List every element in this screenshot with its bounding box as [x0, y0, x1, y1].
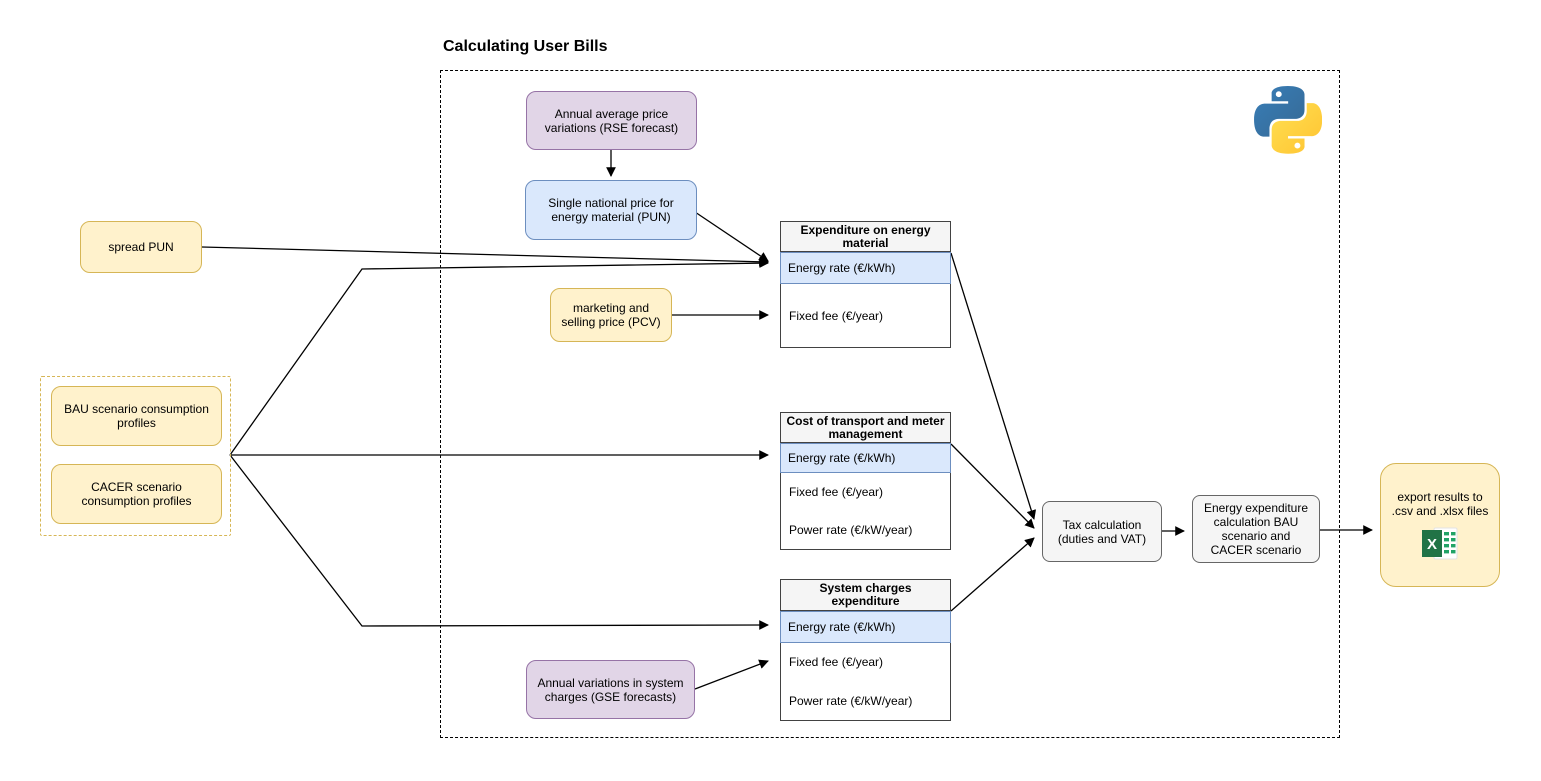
table-header: Expenditure on energy material [781, 222, 950, 252]
node-label: Tax calculation (duties and VAT) [1057, 517, 1147, 546]
main-dashed-frame [440, 70, 1340, 738]
node-label: Energy expenditure calculation BAU scena… [1203, 501, 1309, 557]
node-pcv: marketing and selling price (PCV) [550, 288, 672, 342]
node-pun: Single national price for energy materia… [525, 180, 697, 240]
table-row-highlight: Energy rate (€/kWh) [780, 443, 951, 473]
node-tax-calculation: Tax calculation (duties and VAT) [1042, 501, 1162, 562]
node-label: Single national price for energy materia… [548, 196, 674, 224]
node-export-results: export results to .csv and .xlsx files X [1380, 463, 1500, 587]
node-label: BAU scenario consumption profiles [64, 402, 209, 430]
svg-text:X: X [1427, 536, 1437, 553]
node-label: Annual variations in system charges (GSE… [537, 675, 684, 704]
consumption-profiles-group [40, 376, 231, 536]
table-header: Cost of transport and meter management [781, 413, 950, 443]
node-label: marketing and selling price (PCV) [561, 301, 661, 329]
node-label: export results to .csv and .xlsx files [1391, 489, 1489, 518]
table-energy-material: Expenditure on energy material Energy ra… [780, 221, 951, 348]
table-row: Power rate (€/kW/year) [789, 523, 913, 537]
node-gse-forecast: Annual variations in system charges (GSE… [526, 660, 695, 719]
python-logo-icon [1254, 86, 1322, 154]
table-system-charges: System charges expenditure Energy rate (… [780, 579, 951, 721]
node-energy-expenditure: Energy expenditure calculation BAU scena… [1192, 495, 1320, 563]
table-header: System charges expenditure [781, 580, 950, 611]
table-row: Power rate (€/kW/year) [789, 693, 913, 708]
node-spread-pun: spread PUN [80, 221, 202, 273]
table-transport: Cost of transport and meter management E… [780, 412, 951, 550]
table-row: Fixed fee (€/year) [789, 308, 884, 323]
node-label: Annual average price variations (RSE for… [544, 106, 679, 135]
node-rse-forecast: Annual average price variations (RSE for… [526, 91, 697, 150]
excel-icon: X [1422, 527, 1458, 559]
table-row: Fixed fee (€/year) [789, 655, 884, 670]
node-bau-profiles: BAU scenario consumption profiles [51, 386, 222, 446]
table-row-highlight: Energy rate (€/kWh) [780, 611, 951, 643]
node-label: CACER scenario consumption profiles [81, 480, 192, 508]
node-label: spread PUN [108, 240, 174, 254]
page-title: Calculating User Bills [443, 38, 608, 55]
node-cacer-profiles: CACER scenario consumption profiles [51, 464, 222, 524]
table-row: Fixed fee (€/year) [789, 485, 884, 499]
table-row-highlight: Energy rate (€/kWh) [780, 252, 951, 284]
